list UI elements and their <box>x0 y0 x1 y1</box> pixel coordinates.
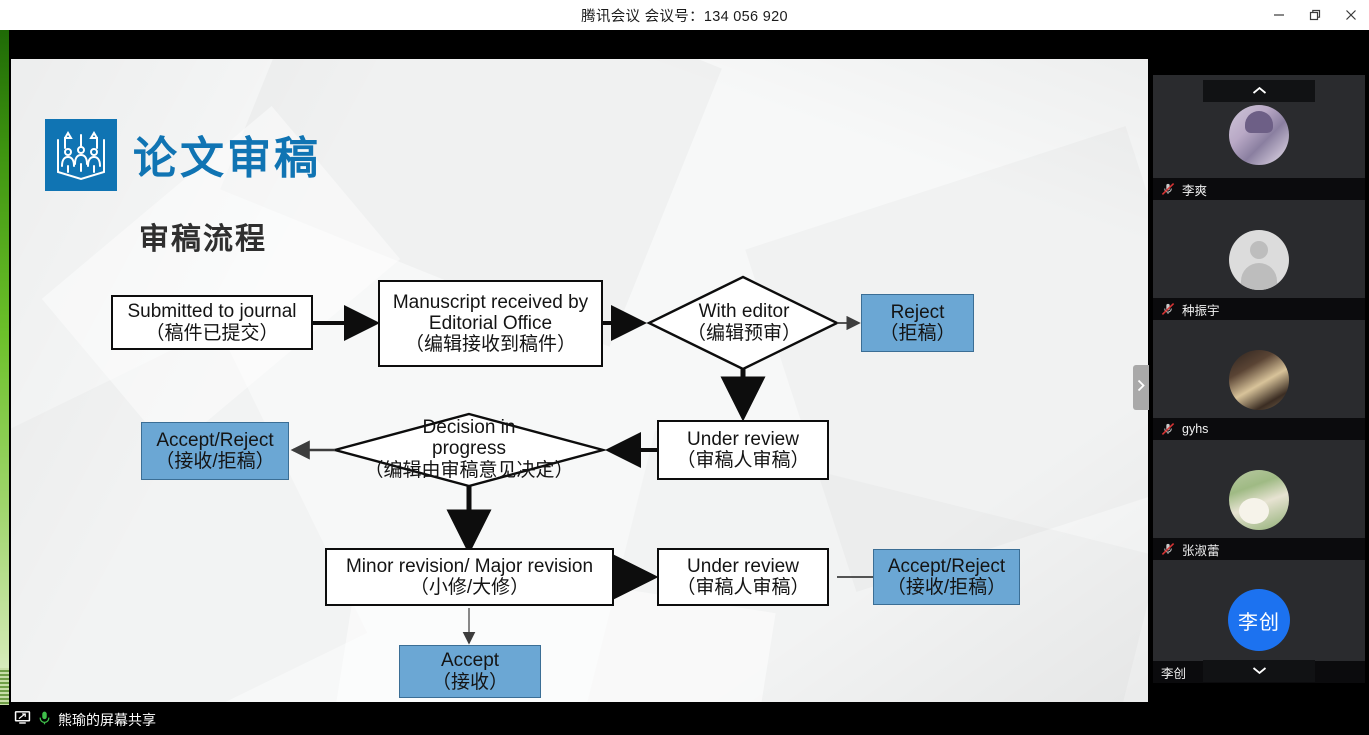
node-label-en-2: Editorial Office <box>428 312 553 334</box>
node-label-en: Under review <box>687 555 799 577</box>
node-label-zh: （接收/拒稿） <box>155 451 275 472</box>
participant-name-strip: 张淑蕾 <box>1153 538 1365 560</box>
avatar-initials: 李创 <box>1238 611 1280 634</box>
participant-name: 张淑蕾 <box>1182 543 1220 558</box>
presentation-slide: 论文审稿 审稿流程 <box>11 59 1148 702</box>
node-label-zh: （稿件已提交） <box>145 322 279 344</box>
collapse-panel-button[interactable] <box>1133 365 1149 410</box>
node-label-en: Accept/Reject <box>156 429 274 451</box>
participant-rail: 李爽 种振宇 <box>1149 30 1369 705</box>
slide-title: 论文审稿 <box>133 134 321 183</box>
node-reject[interactable]: Reject （拒稿） <box>861 294 974 352</box>
review-process-flowchart: Submitted to journal （稿件已提交） Manuscript … <box>11 59 1148 702</box>
node-under-review-2[interactable]: Under review （审稿人审稿） <box>657 548 829 606</box>
scroll-up-button[interactable] <box>1203 80 1315 102</box>
mic-muted-icon <box>1161 422 1175 436</box>
node-label-zh: （小修/大修） <box>409 577 530 598</box>
graduation-cap-logo-icon <box>45 119 117 191</box>
shared-screen-stage: 论文审稿 审稿流程 <box>9 30 1149 705</box>
chevron-up-icon <box>1252 82 1267 100</box>
mic-muted-icon <box>1161 182 1175 196</box>
window-title: 腾讯会议 会议号：134 056 920 <box>581 8 788 25</box>
node-under-review-1[interactable]: Under review （审稿人审稿） <box>657 420 829 480</box>
node-accept[interactable]: Accept （接收） <box>399 645 541 698</box>
node-label-en: Accept/Reject <box>887 555 1006 577</box>
participant-name-strip: gyhs <box>1153 418 1365 440</box>
node-submitted-to-journal[interactable]: Submitted to journal （稿件已提交） <box>111 295 313 350</box>
window-controls <box>1261 0 1369 30</box>
participant-name-strip: 李爽 <box>1153 178 1365 200</box>
node-label-zh: （拒稿） <box>879 323 956 344</box>
node-label-zh: （审稿人审稿） <box>676 577 810 598</box>
restore-button[interactable] <box>1297 0 1333 30</box>
node-accept-reject-2[interactable]: Accept/Reject （接收/拒稿） <box>873 549 1020 605</box>
node-label-en: Submitted to journal <box>127 301 297 323</box>
avatar: 李创 <box>1228 589 1290 651</box>
node-label-zh: （编辑接收到稿件） <box>404 334 576 356</box>
node-label-zh: （接收/拒稿） <box>886 577 1007 598</box>
avatar <box>1229 105 1289 165</box>
desktop-edge-strip-bottom <box>0 668 9 710</box>
participant-name: 李创 <box>1161 666 1187 681</box>
avatar <box>1229 470 1289 530</box>
node-label-en: Under review <box>687 428 799 450</box>
participant-name-strip: 种振宇 <box>1153 298 1365 320</box>
node-with-editor-shape <box>646 275 840 371</box>
node-minor-major-revision[interactable]: Minor revision/ Major revision （小修/大修） <box>325 548 614 606</box>
node-label-en: Accept <box>440 650 500 672</box>
chevron-right-icon <box>1137 379 1145 397</box>
node-decision-shape <box>330 412 608 488</box>
node-label-en: Manuscript received by <box>392 291 589 313</box>
minimize-button[interactable] <box>1261 0 1297 30</box>
participant-name: 种振宇 <box>1182 303 1220 318</box>
flowchart-shapes-and-arrows <box>290 275 899 645</box>
node-label-en: Minor revision/ Major revision <box>345 555 594 577</box>
participant-name: gyhs <box>1182 422 1209 436</box>
avatar <box>1229 230 1289 290</box>
slide-subtitle: 审稿流程 <box>139 223 267 256</box>
title-bar: 腾讯会议 会议号：134 056 920 <box>0 0 1369 30</box>
avatar <box>1229 350 1289 410</box>
mic-muted-icon <box>1161 542 1175 556</box>
screen-share-icon <box>14 710 31 730</box>
mic-icon <box>38 710 51 731</box>
participant-name: 李爽 <box>1182 183 1208 198</box>
node-label-en: Reject <box>890 301 945 323</box>
close-button[interactable] <box>1333 0 1369 30</box>
chevron-down-icon <box>1252 662 1267 680</box>
status-bar: 熊瑜的屏幕共享 <box>0 705 1369 735</box>
node-manuscript-received[interactable]: Manuscript received by Editorial Office … <box>378 280 603 367</box>
mic-muted-icon <box>1161 302 1175 316</box>
node-label-zh: （审稿人审稿） <box>676 450 810 471</box>
screen-share-label: 熊瑜的屏幕共享 <box>58 712 156 728</box>
scroll-down-button[interactable] <box>1203 660 1315 682</box>
node-accept-reject-1[interactable]: Accept/Reject （接收/拒稿） <box>141 422 289 480</box>
desktop-edge-strip <box>0 30 9 705</box>
node-label-zh: （接收） <box>431 671 508 693</box>
